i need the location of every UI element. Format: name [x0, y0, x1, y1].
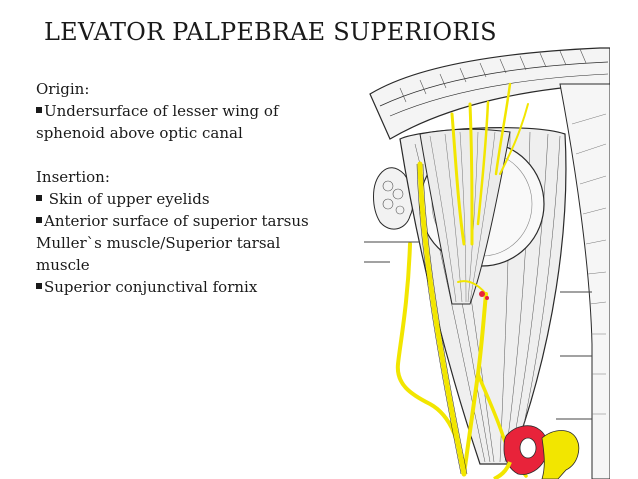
lacrimal-gland: [373, 167, 414, 230]
leader-lines: [364, 241, 592, 420]
bullet-icon: [36, 283, 42, 289]
nerve-outlines: [416, 163, 468, 475]
orbit-anatomy-illustration: [364, 47, 610, 479]
insertion-item-text: Superior conjunctival fornix: [44, 278, 258, 296]
apex-structures: [493, 425, 580, 479]
bullet-icon: [36, 195, 42, 201]
insertion-item-text: Anterior surface of superior tarsus: [44, 212, 309, 230]
orbital-roof: [369, 47, 610, 140]
origin-heading: Origin:: [36, 80, 90, 98]
levator-muscle: [419, 128, 511, 305]
bullet-icon: [36, 107, 42, 113]
insertion-heading: Insertion:: [36, 168, 110, 186]
lateral-wall: [559, 83, 610, 479]
spacer: [36, 144, 326, 166]
ciliary-ganglion: [479, 291, 489, 300]
insertion-item: Anterior surface of superior tarsus: [36, 210, 326, 232]
origin-item-continuation: sphenoid above optic canal: [36, 124, 243, 142]
text-block: Origin: Undersurface of lesser wing of s…: [36, 78, 326, 298]
insertion-item-continuation: muscle: [36, 256, 90, 274]
bullet-icon: [36, 217, 42, 223]
origin-item: Undersurface of lesser wing of: [36, 100, 326, 122]
origin-item-text: Undersurface of lesser wing of: [44, 102, 279, 120]
nerves: [395, 82, 529, 478]
slide-title: LEVATOR PALPEBRAE SUPERIORIS: [44, 18, 497, 46]
insertion-item-continuation: Muller`s muscle/Superior tarsal: [36, 234, 281, 252]
insertion-item: Superior conjunctival fornix: [36, 276, 326, 298]
insertion-item-text: Skin of upper eyelids: [44, 190, 210, 208]
insertion-item: Skin of upper eyelids: [36, 188, 326, 210]
